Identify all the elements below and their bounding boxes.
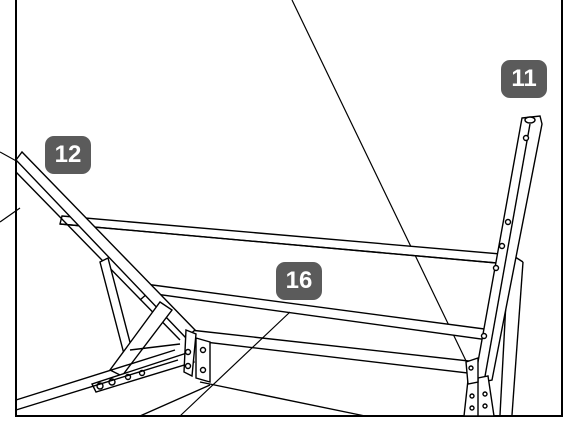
small-bracket-plate <box>195 337 211 383</box>
part-label-12: 12 <box>45 136 91 174</box>
part-label-11: 11 <box>501 60 547 98</box>
part-11-post <box>473 115 543 385</box>
back-rail <box>59 215 514 265</box>
leader-line-left-2 <box>0 207 21 223</box>
hinge-bracket <box>91 256 197 393</box>
leader-line-16 <box>179 311 291 417</box>
frame-border <box>15 0 563 417</box>
post-foot-bracket <box>463 357 495 417</box>
leader-line-top <box>291 0 469 366</box>
base-panel <box>15 349 366 417</box>
part-label-16: 16 <box>276 262 322 300</box>
